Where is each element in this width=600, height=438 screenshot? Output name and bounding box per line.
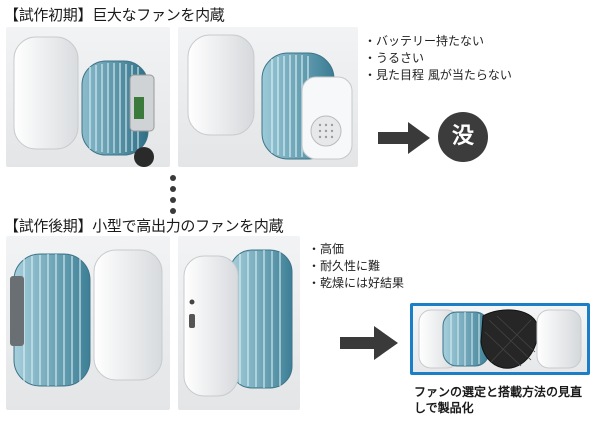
early-prototype-heading: 【試作初期】巨大なファンを内蔵 — [4, 6, 225, 24]
early-issue-item: ・うるさい — [364, 51, 425, 65]
late-prototype-exploded-photo — [6, 236, 170, 410]
vertical-ellipsis-icon — [169, 175, 177, 219]
right-arrow-icon — [340, 326, 398, 360]
late-issue-item: ・乾燥には好結果 — [308, 276, 405, 290]
early-prototype-side-photo — [178, 27, 358, 167]
early-issue-item: ・バッテリー持たない — [364, 34, 485, 48]
early-issue-item: ・見た目程 風が当たらない — [364, 68, 512, 82]
right-arrow-icon — [378, 122, 430, 154]
early-prototype-exploded-photo — [6, 27, 170, 167]
late-prototype-heading: 【試作後期】小型で高出力のファンを内蔵 — [4, 217, 284, 235]
final-product-caption: ファンの選定と搭載方法の見直しで製品化 — [414, 385, 583, 415]
final-product-photo — [410, 303, 590, 375]
late-prototype-side-photo — [178, 236, 300, 410]
rejected-badge: 没 — [438, 112, 488, 162]
early-issues-list: ・バッテリー持たない ・うるさい ・見た目程 風が当たらない — [364, 33, 512, 84]
late-issue-item: ・高価 — [308, 242, 345, 256]
late-issue-item: ・耐久性に難 — [308, 259, 381, 273]
late-issues-list: ・高価 ・耐久性に難 ・乾燥には好結果 — [308, 241, 404, 292]
